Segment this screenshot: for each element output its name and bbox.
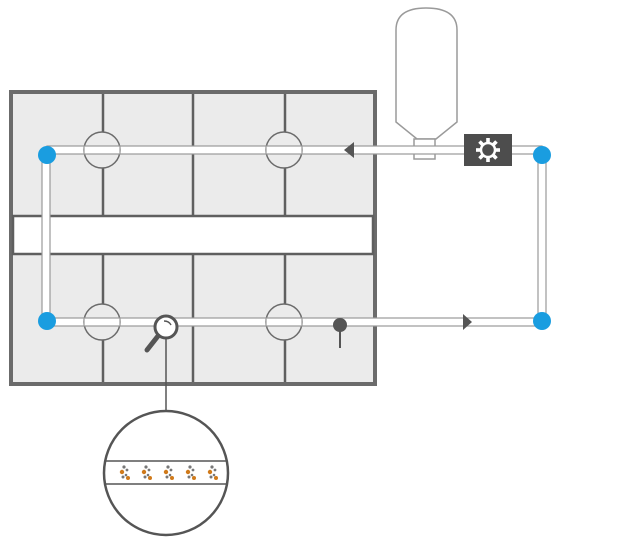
flow-arrow-left: [344, 142, 354, 158]
tank-basin: [9, 90, 377, 386]
hopper-body: [395, 7, 458, 140]
node-top-right: [533, 146, 551, 164]
magnifier-icon: [144, 314, 179, 410]
particle-cluster: [163, 465, 174, 480]
node-bottom-right: [533, 312, 551, 330]
pipe-detail-zoom: [102, 409, 230, 537]
magnifier-glint: [163, 320, 172, 326]
probe-sensor: [333, 318, 347, 348]
zoom-particles: [119, 465, 218, 480]
particle-cluster: [207, 465, 218, 480]
gear-pump: [464, 134, 512, 166]
pipe-segment: [265, 317, 303, 327]
pipe-left: [41, 154, 51, 322]
dosing-hopper: [395, 7, 458, 160]
pipe-right: [537, 154, 547, 322]
central-channel: [11, 214, 375, 256]
pipe-segment: [83, 317, 121, 327]
pipe-segment: [265, 145, 303, 155]
node-top-left: [38, 146, 56, 164]
particle-cluster: [185, 465, 196, 480]
sensor-head: [333, 318, 347, 332]
gear-icon: [476, 138, 500, 162]
particle-cluster: [119, 465, 130, 480]
corner-nodes: [38, 146, 551, 330]
node-bottom-left: [38, 312, 56, 330]
diffusers: [83, 131, 303, 341]
magnifier-handle: [144, 333, 161, 353]
particle-cluster: [141, 465, 152, 480]
flow-arrow-right: [463, 314, 472, 330]
pipe-segment: [83, 145, 121, 155]
